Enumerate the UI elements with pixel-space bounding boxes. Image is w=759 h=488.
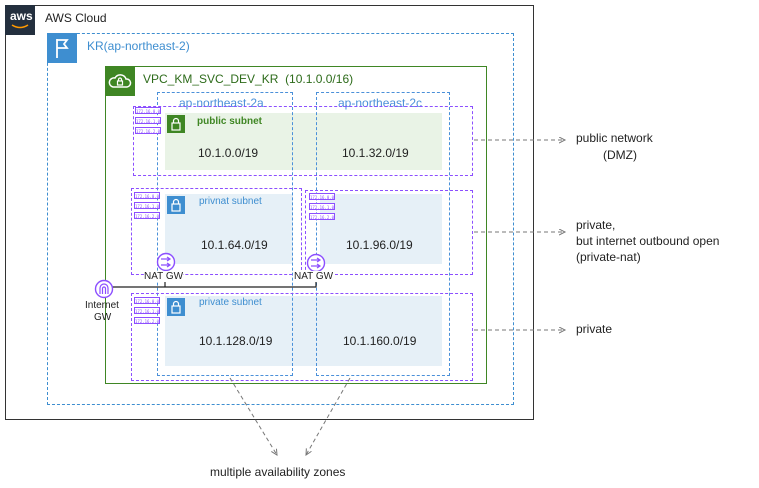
annotation-privnat-line3: (private-nat) <box>576 250 641 264</box>
route-entry: 172.16.1.0 <box>134 307 160 314</box>
privnat-route-group-c <box>305 190 473 275</box>
route-entry: 172.16.2.0 <box>134 317 160 324</box>
private-subnet-fill <box>165 296 442 366</box>
aws-cloud-title: AWS Cloud <box>45 11 107 25</box>
annotation-availability-zones: multiple availability zones <box>210 465 346 479</box>
az-2c-box <box>316 92 450 376</box>
private-subnet-lock-icon <box>167 298 185 316</box>
region-group <box>47 33 514 405</box>
region-flag-icon <box>47 33 77 63</box>
annotation-privnat-line2: but internet outbound open <box>576 234 720 248</box>
route-entry: 172.16.1.0 <box>309 203 335 210</box>
public-subnet-cidr-c: 10.1.32.0/19 <box>342 146 409 160</box>
route-entry: 172.16.1.0 <box>134 202 160 209</box>
route-entry: 172.16.2.0 <box>134 212 160 219</box>
annotation-privnat-line1: private, <box>576 218 616 232</box>
nat-gateway-a-icon <box>156 252 176 272</box>
internet-gateway-icon <box>94 279 114 299</box>
nat-gateway-c-icon <box>306 253 326 273</box>
privnat-subnet-a-fill <box>165 194 293 264</box>
nat-gateway-c-label: NAT GW <box>294 271 334 282</box>
private-subnet-label: private subnet <box>199 297 262 308</box>
route-entry: 172.16.1.0 <box>135 117 161 124</box>
annotation-public-line2: (DMZ) <box>603 148 637 162</box>
vpc-cloud-lock-icon <box>105 66 135 96</box>
route-entry: 172.16.0.0 <box>309 193 335 200</box>
route-entry: 172.16.2.0 <box>309 213 335 220</box>
public-subnet-cidr-a: 10.1.0.0/19 <box>198 146 259 160</box>
route-entry: 172.16.0.0 <box>135 107 161 114</box>
annotation-public-line1: public network <box>576 131 653 145</box>
internet-gateway-label-line2: GW <box>94 312 112 323</box>
public-subnet-label: public subnet <box>197 116 262 127</box>
route-entry: 172.16.0.0 <box>134 192 160 199</box>
public-subnet-lock-icon <box>167 115 185 133</box>
privnat-subnet-cidr-c: 10.1.96.0/19 <box>346 238 413 252</box>
annotation-private: private <box>576 322 613 336</box>
aws-cloud-group <box>5 5 534 420</box>
route-entry: 172.16.0.0 <box>134 297 160 304</box>
public-subnet-fill <box>165 113 442 170</box>
privnat-subnet-label: privnat subnet <box>199 196 262 207</box>
privnat-subnet-lock-icon <box>167 196 185 214</box>
internet-gateway-label-line1: Internet <box>85 300 119 311</box>
az-2a-box <box>157 92 293 376</box>
vpc-title: VPC_KM_SVC_DEV_KR (10.1.0.0/16) <box>143 72 354 86</box>
privnat-subnet-c-fill <box>320 194 442 264</box>
nat-gateway-a-label: NAT GW <box>144 271 184 282</box>
vpc-group <box>105 66 487 384</box>
private-route-group <box>131 293 473 381</box>
aws-logo-icon: aws <box>5 5 35 35</box>
privnat-route-group-a <box>131 188 302 275</box>
region-title: KR(ap-northeast-2) <box>87 39 190 53</box>
private-subnet-cidr-c: 10.1.160.0/19 <box>343 334 417 348</box>
route-entry: 172.16.2.0 <box>135 127 161 134</box>
private-subnet-cidr-a: 10.1.128.0/19 <box>199 334 273 348</box>
public-route-group <box>133 106 473 176</box>
aws-logo-text: aws <box>10 9 33 23</box>
privnat-subnet-cidr-a: 10.1.64.0/19 <box>201 238 268 252</box>
